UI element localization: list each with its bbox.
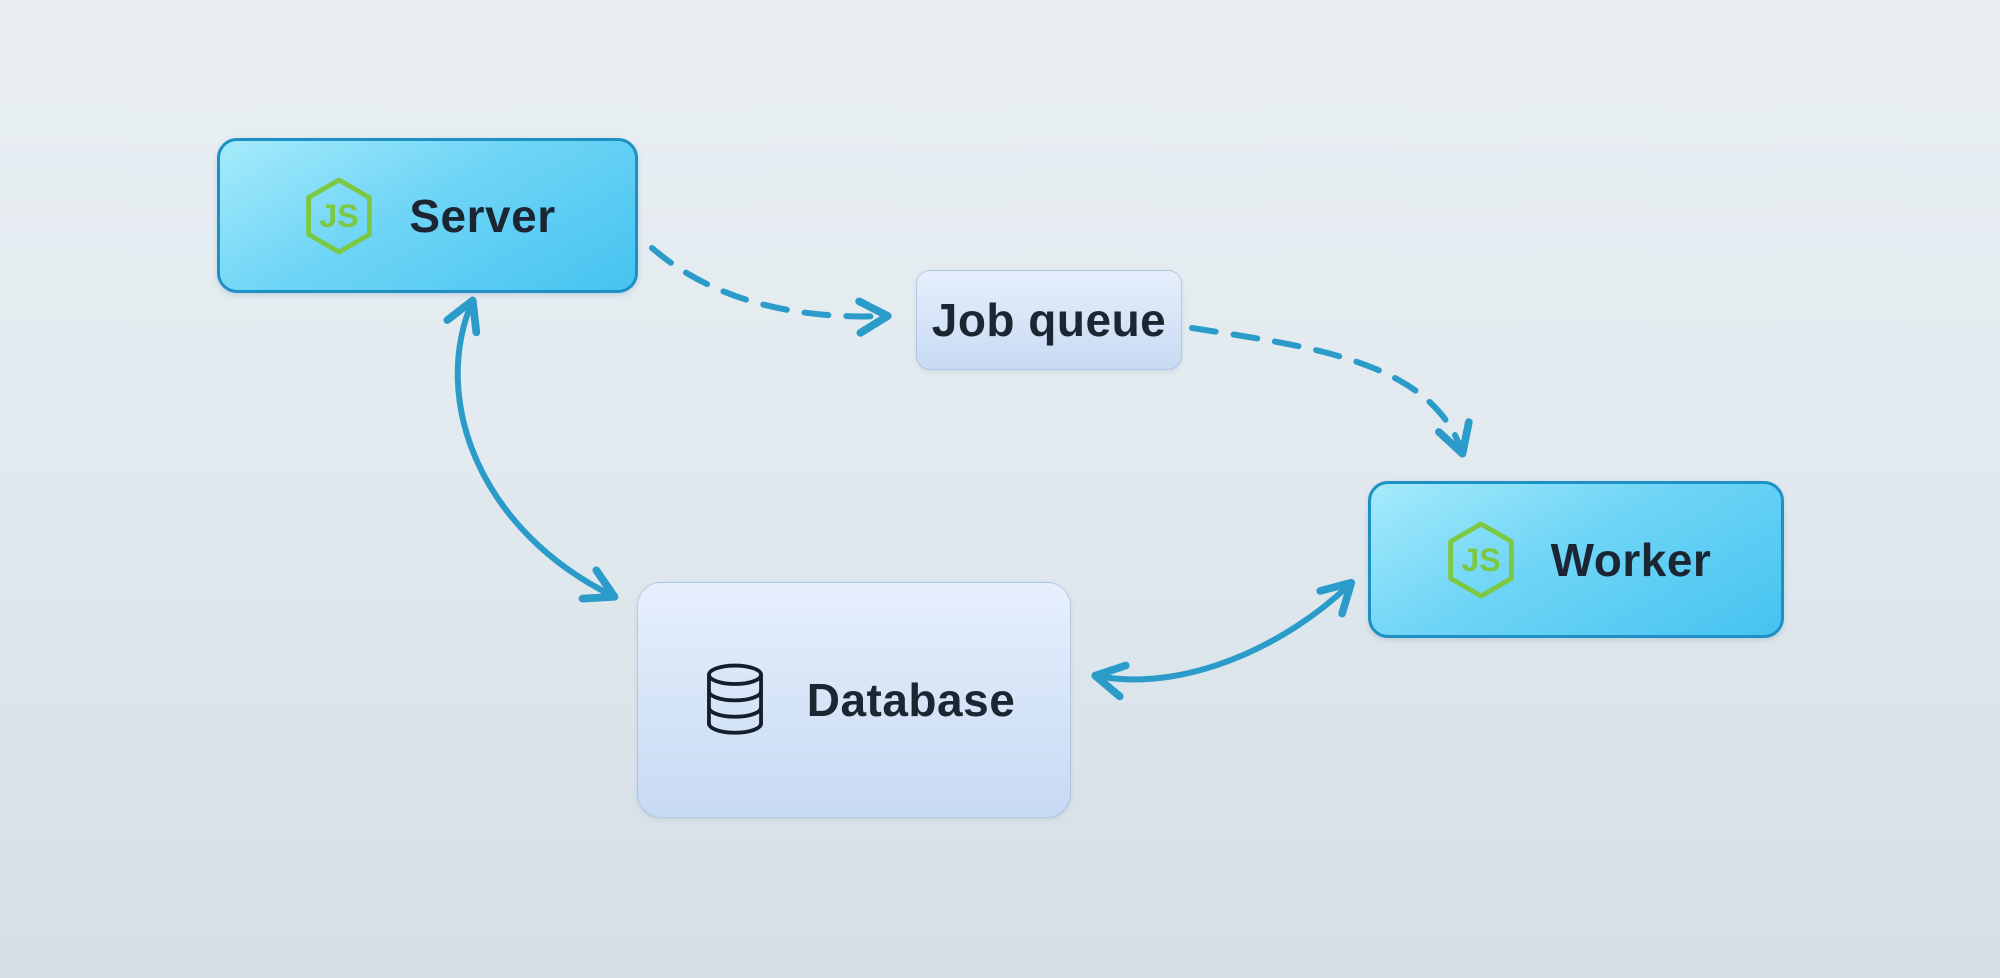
edge-server-to-jobqueue bbox=[649, 245, 892, 337]
edge-jobqueue-to-worker bbox=[1189, 325, 1473, 458]
nodejs-icon-text: JS bbox=[320, 198, 359, 234]
server-node: JS Server bbox=[217, 138, 638, 293]
nodejs-icon: JS bbox=[1447, 521, 1514, 598]
edge-server-database-bidirectional bbox=[443, 296, 619, 603]
nodejs-icon-text: JS bbox=[1461, 542, 1500, 578]
database-node: Database bbox=[637, 582, 1071, 818]
nodejs-icon: JS bbox=[306, 177, 373, 254]
worker-node: JS Worker bbox=[1368, 481, 1784, 638]
edge-database-worker-bidirectional bbox=[1091, 578, 1356, 701]
worker-label: Worker bbox=[1550, 533, 1712, 586]
database-label: Database bbox=[806, 674, 1016, 726]
server-label: Server bbox=[409, 189, 556, 242]
job-queue-node: Job queue bbox=[916, 270, 1182, 370]
database-icon bbox=[706, 663, 763, 735]
job-queue-label: Job queue bbox=[931, 294, 1167, 346]
